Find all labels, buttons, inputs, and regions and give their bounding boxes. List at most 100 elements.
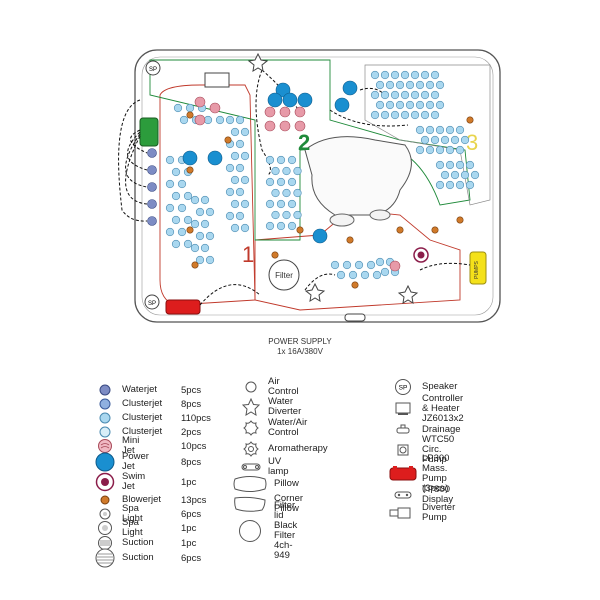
clusterjet	[370, 70, 380, 80]
clusterjet	[425, 125, 435, 135]
spa-layout-plan: Filter SP SP 1 2 3 PUMPS	[118, 49, 501, 323]
legend-label: Air Control	[268, 376, 299, 397]
clusterjet	[225, 163, 235, 173]
legend-qty: 1pc	[181, 522, 197, 534]
clusterjet	[360, 270, 370, 280]
clusterjet	[282, 188, 291, 198]
water-diverter-icon	[247, 52, 269, 72]
clusterjet	[205, 231, 215, 241]
power-jet	[312, 228, 328, 244]
clusterjet	[225, 211, 235, 221]
legend-qty: 6pcs	[181, 552, 202, 564]
clusterjet	[235, 211, 245, 221]
swim-jet-icon	[95, 472, 115, 492]
blowerjet	[466, 116, 474, 124]
legend-item-drainage: Drainage	[392, 420, 461, 440]
air-line	[255, 69, 271, 176]
clusterjet	[425, 100, 435, 110]
pillow-icon	[369, 209, 391, 221]
clusterjet	[430, 70, 440, 80]
legend-label: Suction	[122, 552, 154, 564]
clusterjet	[230, 223, 240, 233]
clusterjet	[415, 125, 425, 135]
waterjet	[147, 182, 157, 192]
tub-inner-outline	[141, 56, 494, 316]
blowerjet	[296, 226, 304, 234]
legend-label: UV lamp	[268, 456, 289, 477]
clusterjet	[435, 180, 445, 190]
filter-label: Filter	[275, 271, 293, 280]
legend-item-diverter-pump: Diverter Pump	[388, 503, 455, 523]
power-jet	[334, 97, 350, 113]
legend-qty: 8pcs	[181, 456, 202, 468]
power-jet	[267, 92, 283, 108]
legend-item-suction: Suction 6pcs	[94, 548, 201, 568]
clusterjet-icon	[99, 412, 111, 424]
legend-item-swim-jet: Swim Jet 1pc	[94, 472, 196, 492]
blowerjet-group	[186, 111, 474, 289]
legend-label: Corner Pillow	[274, 493, 304, 514]
yellow-pump-icon	[469, 251, 487, 285]
blowerjet-icon	[100, 495, 110, 505]
clusterjet	[240, 127, 250, 137]
clusterjet	[271, 188, 280, 198]
clusterjet	[183, 215, 193, 225]
controller-heater-icon	[204, 72, 230, 88]
clusterjet	[287, 177, 297, 187]
legend-label: Speaker	[422, 381, 458, 393]
legend-qty: 110pcs	[181, 412, 211, 424]
legend-qty: 13pcs	[181, 494, 207, 506]
clusterjet	[276, 155, 286, 165]
waterjet-icon	[99, 384, 111, 396]
suction-icon	[95, 548, 115, 568]
zone-3-label: 3	[466, 130, 478, 155]
legend-label: Water Diverter	[268, 396, 302, 417]
clusterjet	[179, 115, 189, 125]
clusterjet	[395, 100, 405, 110]
circ-pump-icon	[397, 444, 409, 456]
clusterjet	[370, 90, 380, 100]
legend-qty: 10pcs	[181, 440, 207, 452]
clusterjet	[235, 115, 245, 125]
controller-heater-icon	[395, 402, 411, 415]
blowerjet	[271, 251, 279, 259]
clusterjet	[435, 145, 445, 155]
clusterjet	[445, 145, 455, 155]
clusterjet-icon	[99, 426, 111, 438]
air-control-icon	[245, 381, 257, 393]
mini-jet	[209, 102, 221, 114]
power-jet-group	[182, 80, 358, 244]
clusterjet	[165, 179, 175, 189]
legend-item-circ-pump: WTC50 Circ. Pump	[392, 435, 454, 464]
clusterjet	[470, 170, 480, 180]
power-jet	[297, 92, 313, 108]
power-jet	[342, 80, 358, 96]
corner-pillow-icon	[234, 496, 266, 512]
clusterjet	[400, 110, 410, 120]
clusterjet	[380, 70, 390, 80]
legend-item-suction: Suction 1pc	[94, 533, 196, 553]
speaker-icon-text: SP	[399, 385, 408, 392]
blowerjet	[456, 216, 464, 224]
clusterjet	[425, 80, 435, 90]
clusterjet	[420, 70, 430, 80]
clusterjet	[173, 103, 183, 113]
drainage-icon	[396, 424, 410, 434]
clusterjet	[370, 110, 380, 120]
legend-label: Clusterjet	[122, 398, 163, 410]
clusterjet	[265, 155, 275, 165]
legend-qty: 8pcs	[181, 398, 202, 410]
legend-item-waterjet: Waterjet 5pcs	[94, 380, 201, 400]
waterjet	[147, 165, 157, 175]
clusterjet	[435, 80, 445, 90]
clusterjet	[342, 260, 352, 270]
mini-jet	[194, 114, 206, 126]
blowerjet	[224, 136, 232, 144]
clusterjet	[190, 243, 200, 253]
mini-jet	[389, 260, 401, 272]
clusterjet	[390, 90, 400, 100]
spa-light-icon	[98, 521, 112, 535]
clusterjet	[425, 145, 435, 155]
blowerjet	[186, 111, 194, 119]
clusterjet	[450, 135, 460, 145]
